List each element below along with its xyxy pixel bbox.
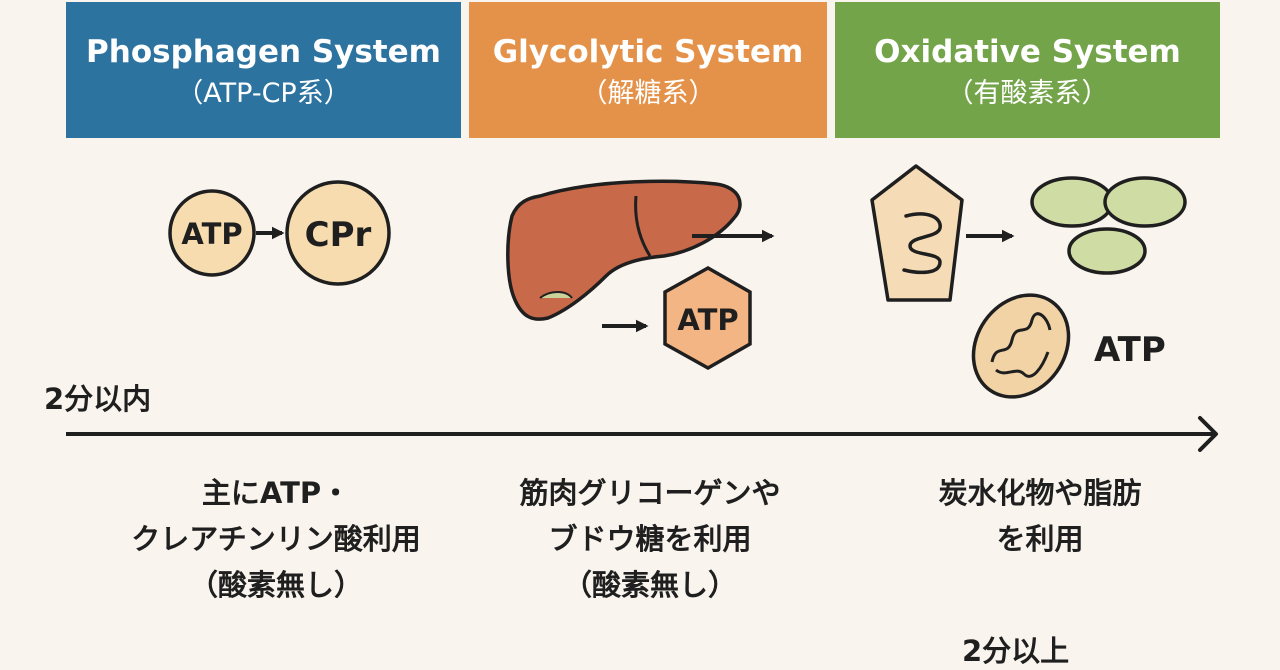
timeline-arrowhead [1198, 416, 1218, 452]
hexagon-atp-label: ATP [677, 303, 738, 337]
description-line: （酸素無し） [562, 568, 737, 602]
cpr-circle-icon: CPr [285, 180, 391, 286]
timeline-end-label: 2分以上 [962, 634, 1070, 668]
phosphagen-header: Phosphagen System （ATP-CP系） [66, 2, 461, 138]
oxidative-header: Oxidative System （有酸素系） [835, 2, 1220, 138]
glycolytic-subtitle: （解糖系） [580, 78, 716, 109]
description-line: 炭水化物や脂肪 [938, 476, 1142, 510]
oxidative-atp-label: ATP [1094, 330, 1166, 370]
oxidative-description: 炭水化物や脂肪 を利用 [850, 470, 1230, 562]
pentagon-icon [870, 164, 964, 302]
liver-icon [506, 179, 742, 321]
description-line: を利用 [996, 522, 1084, 556]
atp-circle-icon: ATP [168, 189, 256, 277]
phosphagen-title: Phosphagen System [86, 34, 441, 70]
description-line: クレアチンリン酸利用 [131, 522, 421, 556]
oval-cluster-icon [1030, 176, 1187, 275]
timeline-start-label: 2分以内 [44, 382, 152, 416]
glycolytic-header: Glycolytic System （解糖系） [469, 2, 827, 138]
phosphagen-subtitle: （ATP-CP系） [176, 78, 351, 109]
description-line: 筋肉グリコーゲンや [519, 476, 781, 510]
hexagon-icon: ATP [663, 265, 752, 371]
cpr-circle-label: CPr [305, 215, 372, 255]
description-line: 主にATP・ [201, 476, 351, 510]
description-line: ブドウ糖を利用 [548, 522, 752, 556]
oxidative-subtitle: （有酸素系） [946, 78, 1109, 109]
glycolytic-title: Glycolytic System [492, 34, 804, 70]
phosphagen-description: 主にATP・ クレアチンリン酸利用 （酸素無し） [86, 470, 466, 608]
description-line: （酸素無し） [188, 568, 363, 602]
glycolytic-description: 筋肉グリコーゲンや ブドウ糖を利用 （酸素無し） [470, 470, 830, 608]
atp-circle-label: ATP [181, 217, 242, 251]
mitochondria-icon [971, 293, 1071, 399]
oxidative-title: Oxidative System [874, 34, 1181, 70]
